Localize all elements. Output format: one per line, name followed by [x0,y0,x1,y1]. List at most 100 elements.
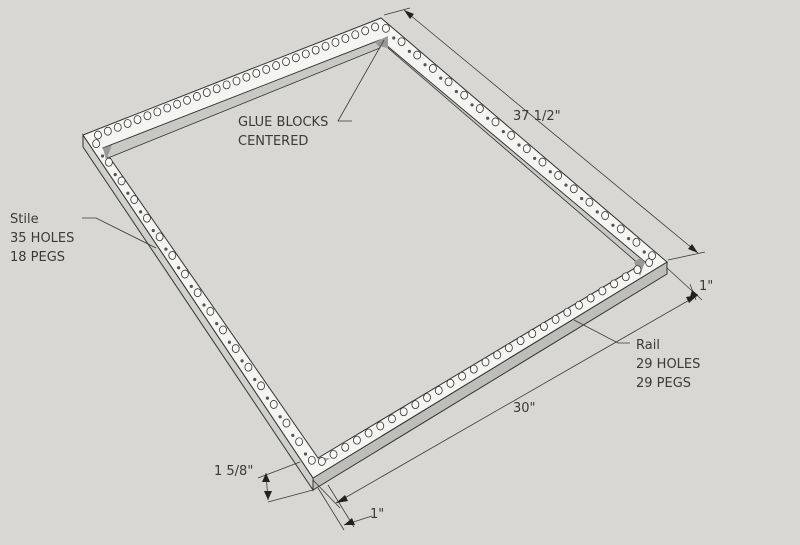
hole [215,322,219,326]
peg [621,272,630,282]
peg [632,237,641,247]
peg [598,286,607,296]
hole [486,116,490,120]
glue-blocks-label: GLUE BLOCKS CENTERED [238,113,328,151]
frame-top-face [82,17,668,479]
peg [282,57,290,67]
hole [423,63,427,67]
peg [163,103,172,113]
peg [353,435,361,445]
peg [143,111,152,121]
leader-rail [573,319,630,344]
peg [231,344,240,353]
peg [540,322,548,331]
rail-holes: 29 HOLES [636,357,701,372]
rail-pegs: 29 PEGS [636,376,692,391]
dim-thickness-right-label: 1" [699,279,714,294]
dim-height-label: 1 5/8" [214,464,254,479]
dim-length-label: 37 1/2" [513,109,561,124]
hole [126,191,130,195]
peg [104,157,113,167]
peg [168,251,177,260]
hole [454,89,458,94]
peg [423,393,431,402]
peg [143,213,151,223]
peg [413,50,422,60]
hole [202,303,206,307]
hole [580,196,584,201]
hole [164,247,168,251]
dim-width-label: 30" [513,401,536,416]
leader-stile [82,217,157,249]
peg [130,195,139,204]
peg [341,442,350,452]
peg [554,171,563,180]
peg [411,400,420,410]
peg [242,72,251,82]
peg [269,400,278,409]
peg [460,90,469,100]
peg [113,122,122,132]
hole [177,266,181,270]
peg [206,306,215,316]
peg [341,34,350,43]
inner-side-right [379,39,646,266]
hole [100,154,105,158]
peg [257,381,265,391]
stile-pegs: 18 PEGS [10,250,66,265]
peg [586,293,595,303]
glue-blocks-line-2: CENTERED [238,134,309,149]
peg [311,45,320,55]
peg [212,84,221,94]
peg [458,371,467,381]
hole [253,377,257,382]
peg [262,65,271,74]
peg [295,437,304,447]
peg [491,117,500,127]
peg [361,26,370,36]
peg [648,251,656,261]
peg [601,211,610,220]
peg [399,407,408,417]
dim-width-line [335,294,699,504]
hole [407,49,411,54]
glue-block [103,145,112,160]
leader-glue [337,39,385,122]
peg [329,449,338,459]
hole [265,396,270,400]
hole [151,228,155,233]
peg [563,307,572,317]
peg [103,126,112,136]
hole [548,170,552,174]
dim-thickness-bottom-label: 1" [370,507,385,522]
peg [232,76,241,86]
peg [493,350,502,360]
rail-name: Rail [636,338,660,353]
hole [564,183,568,187]
hole [439,76,443,80]
peg [155,232,164,242]
peg [516,336,525,346]
glue-blocks-line-1: GLUE BLOCKS [238,115,329,130]
hole [278,415,282,419]
peg [469,364,478,374]
peg [193,92,201,101]
peg [504,343,513,353]
stile-name: Stile [10,212,39,227]
peg [434,386,443,395]
peg [551,314,560,324]
peg [153,107,162,117]
peg [522,144,531,154]
peg [538,157,547,167]
dimension-lines [82,7,706,531]
hole [501,130,505,134]
peg [173,99,182,109]
peg [117,176,126,186]
peg [569,184,578,194]
hole [533,156,537,160]
hole [627,237,631,241]
rail-label: Rail 29 HOLES 29 PEGS [636,336,700,393]
hole [303,452,308,456]
peg [331,37,340,47]
hole [392,36,396,40]
